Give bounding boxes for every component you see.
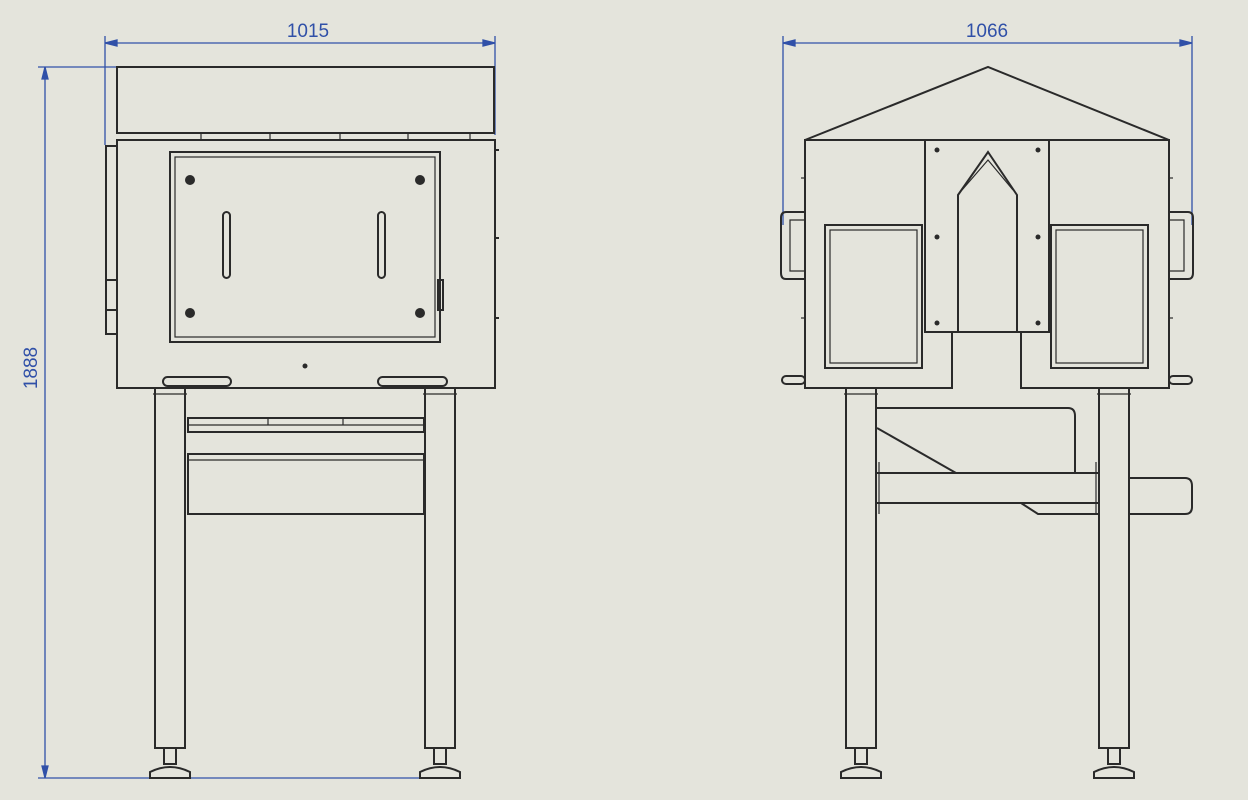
cross-box bbox=[187, 453, 425, 515]
indicator-dot bbox=[302, 363, 308, 369]
side-window-left bbox=[824, 224, 923, 369]
side-cross-beam bbox=[875, 472, 1100, 504]
front-width-label: 1015 bbox=[287, 21, 329, 42]
foot-tab-left bbox=[162, 376, 232, 387]
chute-slope bbox=[876, 427, 957, 474]
front-hood bbox=[116, 66, 495, 134]
front-view bbox=[105, 66, 499, 779]
chute-outline bbox=[877, 407, 1076, 473]
left-latch bbox=[105, 279, 118, 311]
panel-slot-left bbox=[222, 211, 231, 279]
screw-icon bbox=[415, 175, 425, 185]
front-leg-left bbox=[154, 387, 186, 749]
left-flange bbox=[105, 145, 118, 335]
side-peg-right bbox=[1168, 375, 1193, 385]
side-roof bbox=[804, 65, 1170, 141]
side-handle-right-inner bbox=[1169, 219, 1185, 272]
front-panel-inner bbox=[174, 156, 436, 338]
arrow-top bbox=[41, 66, 49, 80]
discharge-lip bbox=[1020, 502, 1098, 515]
center-arch-inner bbox=[961, 159, 1014, 191]
side-body bbox=[804, 139, 1170, 389]
center-plate bbox=[924, 139, 1050, 333]
panel-slot-right bbox=[377, 211, 386, 279]
side-view bbox=[780, 65, 1194, 779]
plate-screw-icon bbox=[1035, 234, 1041, 240]
plate-screw-icon bbox=[934, 234, 940, 240]
side-handle-left-inner bbox=[789, 219, 805, 272]
foot-tab-right bbox=[377, 376, 448, 387]
center-arch-outer bbox=[957, 150, 1018, 332]
dimension-lines bbox=[38, 36, 1193, 779]
plate-screw-icon bbox=[1035, 147, 1041, 153]
front-panel bbox=[169, 151, 441, 343]
discharge-tray bbox=[1130, 477, 1193, 515]
foot-stem-left bbox=[163, 747, 177, 765]
foot-stem-right bbox=[1107, 747, 1121, 765]
side-leg-left bbox=[845, 387, 877, 749]
arrow-right bbox=[1179, 39, 1193, 47]
arrow-right bbox=[482, 39, 496, 47]
side-peg-left bbox=[781, 375, 806, 385]
foot-stem-left bbox=[854, 747, 868, 765]
plate-screw-icon bbox=[1035, 320, 1041, 326]
arrow-bottom bbox=[41, 765, 49, 779]
leveling-foot-left bbox=[149, 766, 191, 779]
arrow-left bbox=[104, 39, 118, 47]
leveling-foot-right bbox=[419, 766, 461, 779]
hood-rivets bbox=[200, 133, 471, 139]
side-leg-right bbox=[1098, 387, 1130, 749]
side-handle-right bbox=[1169, 211, 1194, 280]
plate-screw-icon bbox=[934, 320, 940, 326]
arrow-left bbox=[782, 39, 796, 47]
screw-icon bbox=[185, 308, 195, 318]
front-leg-right bbox=[424, 387, 456, 749]
leveling-foot-right bbox=[1093, 766, 1135, 779]
side-window-left-inner bbox=[829, 229, 918, 364]
foot-stem-right bbox=[433, 747, 447, 765]
side-handle-left bbox=[780, 211, 805, 280]
side-width-label: 1066 bbox=[966, 21, 1008, 42]
front-body bbox=[116, 139, 496, 389]
leveling-foot-left bbox=[840, 766, 882, 779]
side-window-right bbox=[1050, 224, 1149, 369]
height-label: 1888 bbox=[21, 347, 42, 389]
screw-icon bbox=[415, 308, 425, 318]
plate-screw-icon bbox=[934, 147, 940, 153]
screw-icon bbox=[185, 175, 195, 185]
side-window-right-inner bbox=[1055, 229, 1144, 364]
